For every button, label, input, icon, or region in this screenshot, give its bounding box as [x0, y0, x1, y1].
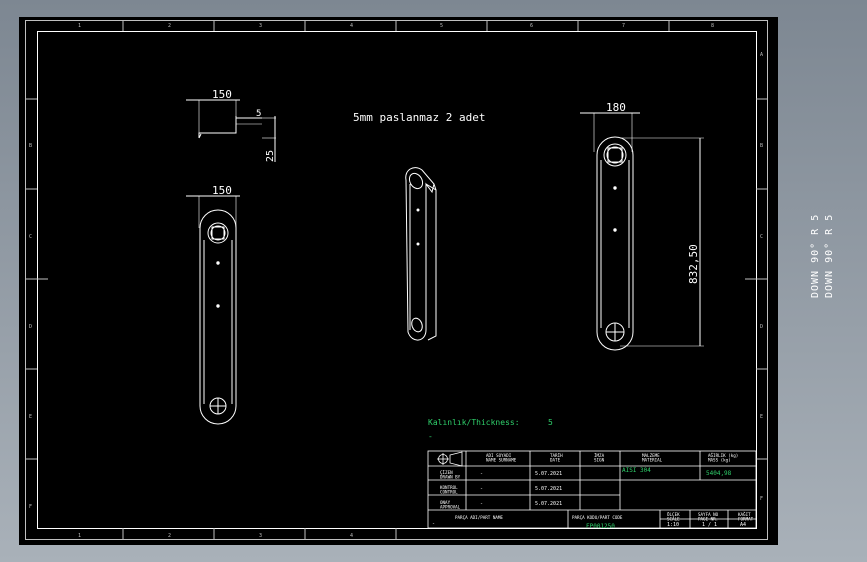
title-block[interactable]: [427, 450, 757, 529]
left-zone-f: F: [29, 504, 32, 510]
tb-row1-date: 5.07.2021: [535, 471, 562, 477]
tb-part-name-label: PARÇA ADI/PART NAME: [455, 515, 503, 520]
tb-header-weight: AĞIRLIK (kg)MASS (kg): [708, 453, 738, 463]
dim-text-25: 25: [265, 150, 276, 162]
left-zone-c: C: [29, 234, 32, 240]
right-zone-c: C: [760, 234, 763, 240]
thickness-value: 5: [548, 418, 553, 427]
tb-row3-name: -: [480, 501, 483, 507]
front-top-hole: [207, 222, 229, 244]
tb-part-name-value: -: [432, 521, 435, 527]
tb-part-code-value: FP001250: [586, 523, 615, 530]
top-zone-8: 8: [711, 23, 714, 29]
top-zone-1: 1: [78, 23, 81, 29]
side-note-1: DOWN 90° R 5: [810, 213, 821, 298]
thickness-label: Kalınlık/Thickness:: [428, 418, 520, 427]
tb-material-value: AISI 304: [622, 467, 651, 474]
title-block-green-text: AISI 304 5404,98 FP001250: [586, 467, 732, 530]
right-zone-d: D: [760, 324, 763, 330]
left-zone-d: D: [29, 324, 32, 330]
iso-top-hole: [408, 172, 424, 190]
top-zone-6: 6: [530, 23, 533, 29]
iso-arm-outline: [405, 167, 435, 341]
dim-text-150-front: 150: [212, 184, 232, 197]
thickness-note: Kalınlık/Thickness: 5 -: [428, 418, 553, 441]
top-zone-7: 7: [622, 23, 625, 29]
drawing-canvas[interactable]: 1 2 3 4 5 6 7 8 1 2 3 4 A B C D E F B C …: [19, 17, 778, 545]
tb-row1-name: -: [480, 471, 483, 477]
front-arm-outline: [199, 209, 237, 425]
tb-row2-date: 5.07.2021: [535, 486, 562, 492]
bottom-zone-2: 2: [168, 533, 171, 539]
top-zone-5: 5: [440, 23, 443, 29]
zone-labels: 1 2 3 4 5 6 7 8 1 2 3 4 A B C D E F B C …: [29, 23, 763, 539]
top-zone-3: 3: [259, 23, 262, 29]
title-block-frame: [427, 450, 757, 529]
bottom-zone-3: 3: [259, 533, 262, 539]
right-zone-f: F: [760, 496, 763, 502]
right-zone-a: A: [760, 52, 763, 58]
thickness-dash: -: [428, 432, 433, 441]
isometric-view[interactable]: [405, 167, 437, 341]
drawing-sheet[interactable]: 1 2 3 4 5 6 7 8 1 2 3 4 A B C D E F B C …: [19, 17, 778, 545]
section-profile: [198, 116, 237, 138]
side-view[interactable]: [580, 112, 704, 351]
side-view-dims: 180 832,50: [606, 101, 700, 284]
tb-format-value: A4: [740, 522, 746, 528]
inner-frame: [37, 31, 757, 529]
section-view[interactable]: [186, 99, 276, 162]
side-note-2: DOWN 90° R 5: [824, 213, 835, 298]
side-arm-outline: [596, 136, 634, 351]
tb-page-value: 1 / 1: [702, 522, 717, 528]
tb-row2-name: -: [480, 486, 483, 492]
tb-weight-value: 5404,98: [706, 470, 732, 477]
tb-scale-value: 1:10: [667, 522, 679, 528]
sheet-background: [19, 17, 778, 545]
left-zone-b: B: [29, 143, 32, 149]
top-zone-2: 2: [168, 23, 171, 29]
right-zone-e: E: [760, 414, 763, 420]
front-view[interactable]: [186, 195, 240, 425]
bottom-zone-1: 1: [78, 533, 81, 539]
side-top-hole: [603, 143, 627, 167]
tb-part-code-label: PARÇA KODU/PART CODE: [572, 515, 623, 520]
note-text: 5mm paslanmaz 2 adet: [353, 111, 485, 124]
bottom-zone-4: 4: [350, 533, 353, 539]
dim-text-150-top: 150: [212, 88, 232, 101]
tb-row3-date: 5.07.2021: [535, 501, 562, 507]
right-zone-b: B: [760, 143, 763, 149]
dim-text-5: 5: [256, 109, 261, 119]
iso-bottom-hole: [411, 317, 423, 333]
zone-ticks: [25, 20, 767, 539]
left-zone-e: E: [29, 414, 32, 420]
section-view-dims: 150 5 25: [212, 88, 276, 162]
dim-text-832: 832,50: [687, 244, 700, 284]
dim-text-180: 180: [606, 101, 626, 114]
top-zone-4: 4: [350, 23, 353, 29]
